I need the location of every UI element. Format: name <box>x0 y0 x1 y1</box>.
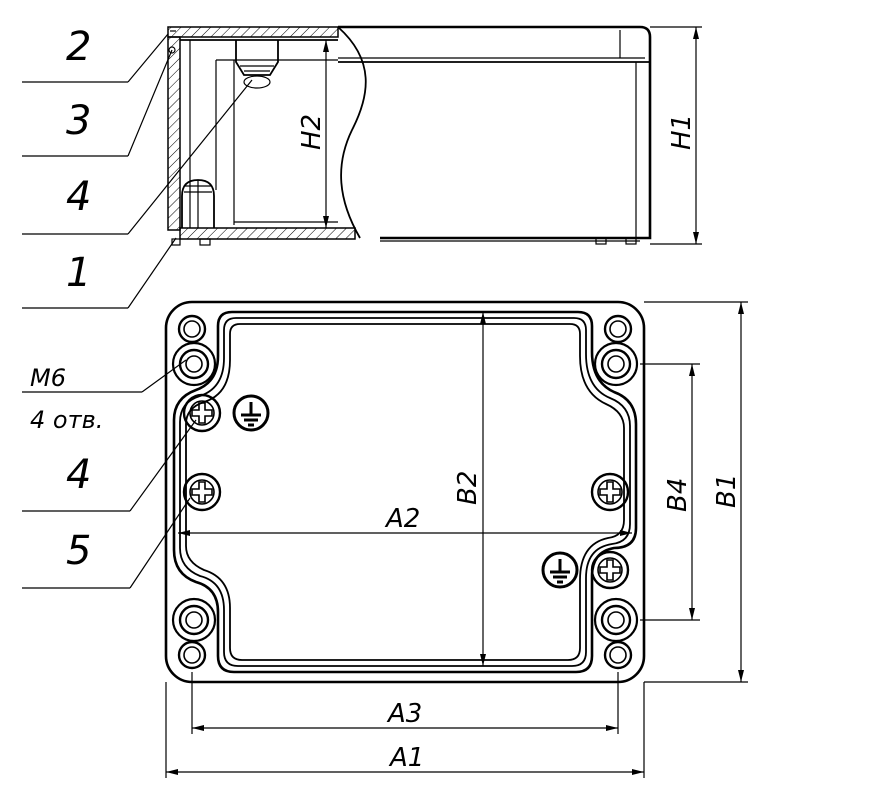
dim-label-a3: A3 <box>386 699 422 729</box>
dimension-a3: A3 <box>191 672 619 734</box>
callout-holes: 4 отв. <box>30 406 103 434</box>
ground-symbol-icon <box>232 394 270 432</box>
dimension-a1: A1 <box>165 682 645 778</box>
dim-label-a2: A2 <box>384 504 420 534</box>
dim-label-b1: B1 <box>712 474 742 508</box>
callout-1: 1 <box>66 250 91 296</box>
dimension-h2: H2 <box>297 40 329 228</box>
top-callouts: M6 4 отв. 4 5 <box>22 359 197 589</box>
screw-head-icon <box>182 393 222 433</box>
dim-label-h2: H2 <box>297 114 327 150</box>
side-section-view <box>167 25 652 246</box>
callout-4-top: 4 <box>66 452 91 498</box>
callout-3: 3 <box>66 98 91 144</box>
callout-2: 2 <box>66 24 91 70</box>
dim-label-b2: B2 <box>453 471 483 505</box>
dim-label-a1: A1 <box>388 743 424 773</box>
ground-symbol-icon <box>541 551 579 589</box>
callout-m6: M6 <box>30 364 66 392</box>
callout-5: 5 <box>66 528 91 574</box>
dimension-h1: H1 <box>650 26 702 245</box>
dim-label-b4: B4 <box>663 478 693 512</box>
callout-4-side: 4 <box>66 174 91 220</box>
dim-label-h1: H1 <box>667 114 697 150</box>
dimension-a2: A2 <box>178 504 632 536</box>
top-view <box>164 300 646 684</box>
dimension-b1: B1 <box>644 301 748 683</box>
dimension-b4: B4 <box>640 363 700 621</box>
dimension-b2: B2 <box>453 312 486 666</box>
side-callouts: 2 3 4 1 <box>22 24 253 309</box>
m6-hole-icon <box>171 341 217 387</box>
